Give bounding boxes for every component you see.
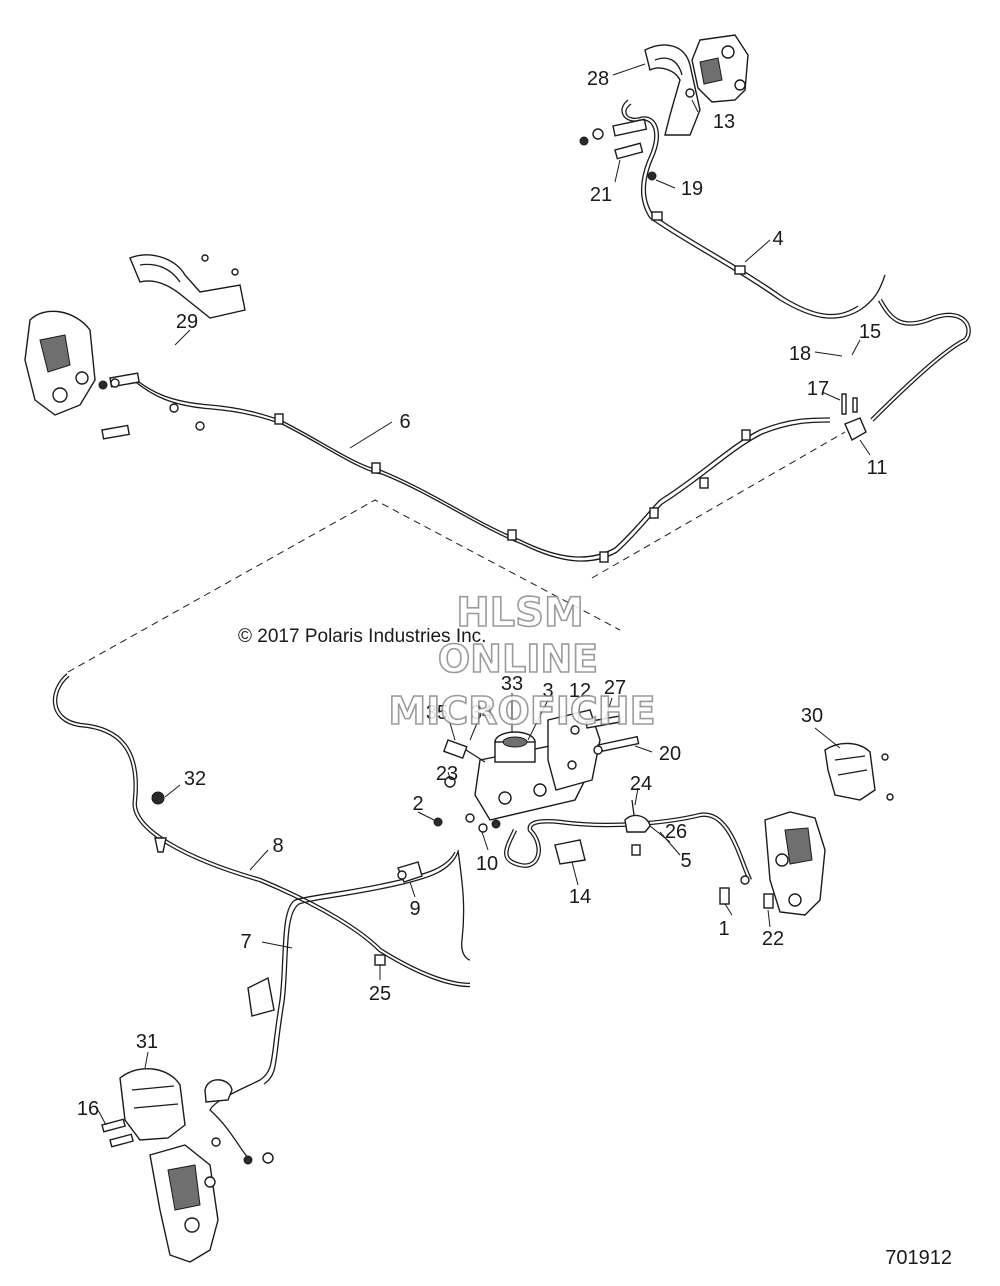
brake-line-7	[209, 849, 471, 1161]
brake-pad-31	[119, 1068, 186, 1141]
clip-14	[554, 839, 586, 865]
bolt-27	[585, 715, 622, 729]
bolt-20	[593, 735, 640, 755]
callout-30: 30	[801, 705, 823, 727]
callout-26: 26	[665, 821, 687, 843]
callout-33: 33	[501, 673, 523, 695]
rear-right-hardware	[579, 88, 695, 181]
rear-left-hardware	[98, 254, 239, 440]
brake-line-8	[52, 673, 471, 988]
pushrod-35-34	[442, 739, 486, 763]
callout-1: 1	[718, 918, 729, 940]
callout-19: 19	[681, 178, 703, 200]
assembly-guide-lines	[67, 431, 846, 673]
front-right-caliper	[764, 811, 826, 916]
brake-pad-30	[824, 742, 894, 801]
callout-8: 8	[272, 835, 283, 857]
watermark-line-2: ONLINE	[438, 637, 598, 681]
callout-24: 24	[630, 773, 652, 795]
callout-28: 28	[587, 68, 609, 90]
callout-13: 13	[713, 111, 735, 133]
callout-20: 20	[659, 743, 681, 765]
callout-25: 25	[369, 983, 391, 1005]
rear-right-caliper	[691, 34, 749, 103]
callout-31: 31	[136, 1031, 158, 1053]
watermark-line-3: MICROFICHE	[388, 689, 655, 733]
clip-25	[374, 954, 386, 966]
callout-14: 14	[569, 886, 591, 908]
brake-line-6	[129, 374, 831, 563]
callout-15: 15	[859, 321, 881, 343]
callout-21: 21	[590, 184, 612, 206]
callout-17: 17	[807, 378, 829, 400]
callout-5: 5	[680, 850, 691, 872]
callout-23: 23	[436, 763, 458, 785]
fittings-2-23-10	[433, 776, 501, 833]
callout-34: 34	[471, 702, 493, 724]
callout-2: 2	[412, 793, 423, 815]
callout-27: 27	[604, 677, 626, 699]
brake-line-5	[504, 812, 753, 882]
callout-6: 6	[399, 411, 410, 433]
callout-29: 29	[176, 311, 198, 333]
callout-18: 18	[789, 343, 811, 365]
callout-16: 16	[77, 1098, 99, 1120]
mount-plate-12	[547, 709, 601, 791]
rear-left-caliper	[24, 310, 96, 416]
callout-11: 11	[867, 457, 888, 479]
front-right-hardware	[719, 875, 774, 909]
callout-35: 35	[426, 702, 448, 724]
front-left-caliper	[149, 1144, 219, 1263]
callout-7: 7	[240, 931, 251, 953]
callout-32: 32	[184, 768, 206, 790]
front-left-hardware	[101, 1118, 274, 1165]
callout-9: 9	[409, 898, 420, 920]
brake-line-4	[621, 99, 886, 319]
clip-24-26	[624, 799, 651, 833]
rear-right-mount-bracket-28	[644, 44, 701, 136]
watermark-line-1: HLSM	[456, 590, 584, 636]
callout-3: 3	[542, 680, 553, 702]
document-number: 701912	[885, 1247, 952, 1269]
callout-labels: 1 2 3 4 5 6 7 8 9 10 11 12 13 14 15 16 1…	[77, 68, 888, 1120]
copyright-notice: © 2017 Polaris Industries Inc.	[238, 626, 486, 647]
callout-4: 4	[772, 228, 783, 250]
rear-left-mount-bracket-29	[129, 254, 246, 319]
brake-hose-connector-11	[841, 298, 971, 441]
leader-lines	[97, 63, 871, 1126]
switch-9	[397, 861, 423, 883]
fitting-32	[151, 791, 167, 853]
callout-22: 22	[762, 928, 784, 950]
callout-12: 12	[569, 680, 591, 702]
callout-10: 10	[476, 853, 498, 875]
watermark: HLSM ONLINE MICROFICHE	[388, 589, 657, 734]
clip-hardware-front-left	[204, 976, 275, 1103]
